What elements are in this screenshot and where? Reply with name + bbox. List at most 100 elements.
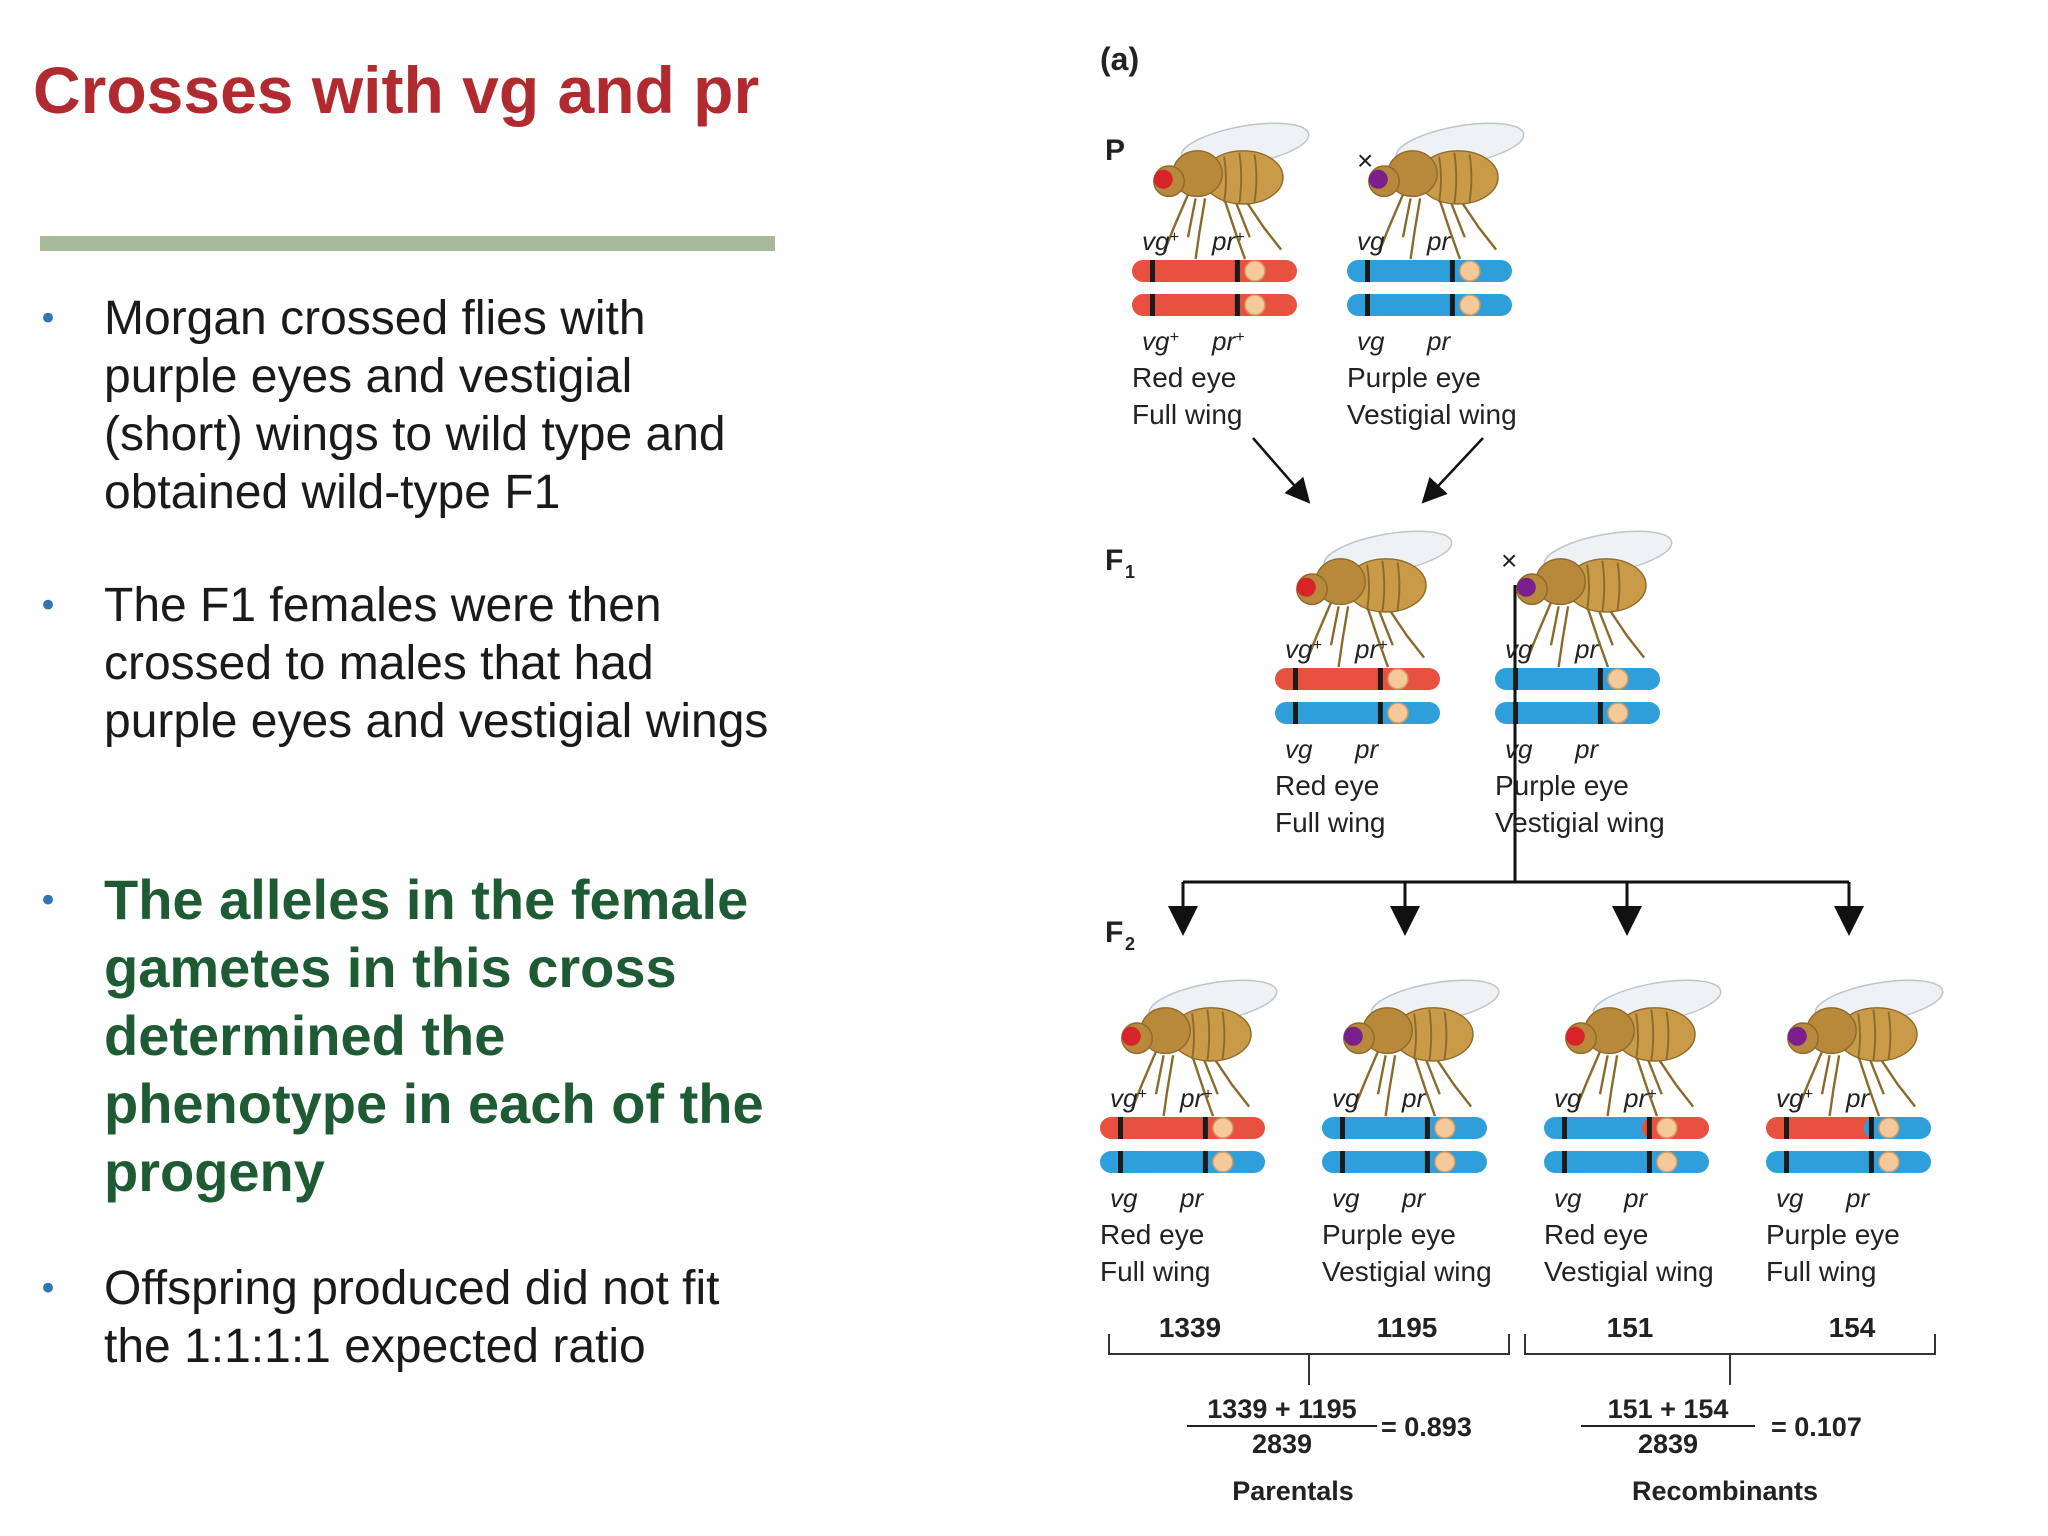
- fruit-fly-icon: [1342, 970, 1504, 1118]
- allele-label: pr: [1574, 634, 1599, 664]
- eye-phenotype-label: Red eye: [1100, 1219, 1204, 1250]
- f2-counts: 1339 1195 151 154: [1159, 1312, 1876, 1343]
- allele-label: pr: [1623, 1183, 1648, 1213]
- fruit-fly-icon: [1367, 113, 1529, 261]
- count-label: 1339: [1159, 1312, 1221, 1343]
- allele-label: vg: [1110, 1183, 1138, 1213]
- svg-text:2: 2: [1125, 934, 1135, 954]
- allele-label: vg: [1357, 226, 1385, 256]
- fraction-numerator: 1339 + 1195: [1207, 1394, 1356, 1424]
- chromosome: [1100, 1117, 1265, 1139]
- fraction-denominator: 2839: [1252, 1429, 1312, 1459]
- generation-label-f1: F 1: [1105, 544, 1135, 582]
- allele-label: vg: [1332, 1083, 1360, 1113]
- fruit-fly-icon: [1564, 970, 1726, 1118]
- bullet-text: Morgan crossed flies with purple eyes an…: [104, 292, 726, 519]
- wing-phenotype-label: Full wing: [1275, 807, 1385, 838]
- eye-phenotype-label: Purple eye: [1495, 770, 1629, 801]
- cross-symbol: ×: [1501, 545, 1517, 576]
- allele-label: pr: [1845, 1183, 1870, 1213]
- allele-label: vg+: [1110, 1083, 1147, 1113]
- arrow: [1421, 437, 1484, 504]
- allele-label: pr: [1845, 1083, 1870, 1113]
- bullet-dot-icon: •: [38, 1269, 59, 1309]
- allele-label: vg: [1505, 734, 1533, 764]
- bullet-text: The F1 females were then crossed to male…: [104, 579, 769, 748]
- bullet-text-emphasis: The alleles in the female gametes in thi…: [104, 868, 764, 1203]
- bullet-dot-icon: •: [38, 299, 59, 339]
- eye-phenotype-label: Red eye: [1275, 770, 1379, 801]
- wing-phenotype-label: Vestigial wing: [1322, 1256, 1492, 1287]
- bullet-text: Offspring produced did not fit the 1:1:1…: [104, 1262, 720, 1373]
- allele-label: vg: [1554, 1083, 1582, 1113]
- parentals-fraction: 1339 + 1195 2839 = 0.893 Parentals: [1187, 1394, 1472, 1506]
- eye-phenotype-label: Purple eye: [1766, 1219, 1900, 1250]
- bullet-dot-icon: •: [38, 586, 59, 626]
- eye-phenotype-label: Purple eye: [1322, 1219, 1456, 1250]
- count-label: 1195: [1377, 1312, 1438, 1343]
- fruit-fly-icon: [1786, 970, 1948, 1118]
- title-divider: [40, 236, 775, 251]
- cross-diagram: (a) P F 1 F 2 × × vg+pr+vg+pr+Red eyeFul…: [1100, 41, 1948, 1506]
- allele-label: pr+: [1354, 634, 1387, 664]
- chromosome: [1100, 1151, 1265, 1173]
- fraction-denominator: 2839: [1638, 1429, 1698, 1459]
- chromosome: [1495, 702, 1660, 724]
- fruit-fly-icon: [1120, 970, 1282, 1118]
- allele-label: vg: [1357, 326, 1385, 356]
- fraction-numerator: 151 + 154: [1608, 1394, 1729, 1424]
- slide-title: Crosses with vg and pr: [33, 53, 760, 127]
- chromosome: [1347, 260, 1512, 282]
- allele-label: vg+: [1142, 326, 1179, 356]
- fruit-fly-icon: [1295, 521, 1457, 669]
- wing-phenotype-label: Full wing: [1766, 1256, 1876, 1287]
- svg-text:1: 1: [1125, 562, 1135, 582]
- arrow: [1252, 437, 1311, 504]
- allele-label: vg: [1332, 1183, 1360, 1213]
- allele-label: pr+: [1623, 1083, 1656, 1113]
- chromosome: [1322, 1151, 1487, 1173]
- fruit-fly-icon: [1152, 113, 1314, 261]
- allele-label: pr+: [1211, 326, 1244, 356]
- generation-label-p: P: [1105, 134, 1125, 167]
- generation-label-f2: F 2: [1105, 916, 1135, 954]
- eye-phenotype-label: Red eye: [1544, 1219, 1648, 1250]
- allele-label: vg+: [1285, 634, 1322, 664]
- bullet-dot-icon: •: [38, 881, 59, 921]
- chromosome: [1322, 1117, 1487, 1139]
- allele-label: vg: [1285, 734, 1313, 764]
- allele-label: pr: [1354, 734, 1379, 764]
- chromosome: [1544, 1117, 1709, 1139]
- allele-label: pr: [1179, 1183, 1204, 1213]
- wing-phenotype-label: Vestigial wing: [1544, 1256, 1714, 1287]
- fraction-result: = 0.893: [1381, 1412, 1472, 1442]
- chromosome: [1132, 260, 1297, 282]
- allele-label: pr+: [1211, 226, 1244, 256]
- allele-label: vg: [1554, 1183, 1582, 1213]
- chromosome: [1275, 702, 1440, 724]
- chromosome: [1495, 668, 1660, 690]
- allele-label: vg+: [1776, 1083, 1813, 1113]
- allele-label: pr: [1401, 1183, 1426, 1213]
- cross-symbol: ×: [1357, 145, 1373, 176]
- wing-phenotype-label: Vestigial wing: [1347, 399, 1517, 430]
- f2-branch-lines: [1168, 585, 1864, 936]
- brackets: [1108, 1334, 1936, 1385]
- count-label: 154: [1829, 1312, 1876, 1343]
- count-label: 151: [1607, 1312, 1654, 1343]
- wing-phenotype-label: Vestigial wing: [1495, 807, 1665, 838]
- chromosome: [1275, 668, 1440, 690]
- allele-label: pr: [1401, 1083, 1426, 1113]
- fraction-result: = 0.107: [1771, 1412, 1862, 1442]
- recombinants-label: Recombinants: [1632, 1476, 1818, 1506]
- chromosome: [1347, 294, 1512, 316]
